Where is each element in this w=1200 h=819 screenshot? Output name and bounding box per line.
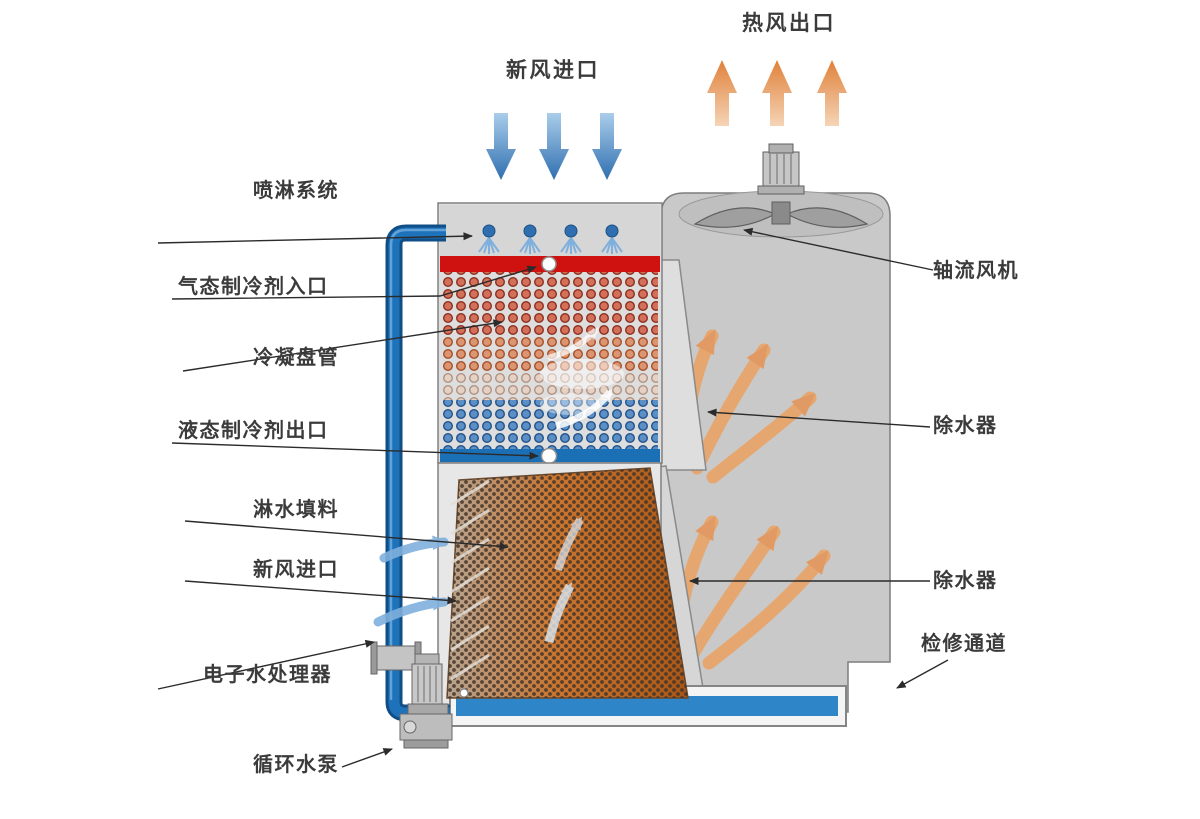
label-fill-material: 淋水填料 bbox=[253, 497, 339, 521]
label-condensing-coil: 冷凝盘管 bbox=[253, 345, 339, 369]
fill-airflow-arrow bbox=[544, 582, 574, 644]
leader-fill bbox=[184, 520, 509, 551]
condensing-coil-tubes bbox=[442, 272, 658, 449]
coil-airflow-arrow bbox=[555, 388, 613, 430]
label-hot-air-outlet: 热风出口 bbox=[742, 11, 836, 35]
fill-material-block bbox=[446, 467, 689, 699]
leader-eliminator-upper bbox=[707, 408, 931, 428]
label-maintenance-access: 检修通道 bbox=[921, 631, 1007, 655]
leader-spray-system bbox=[157, 232, 473, 244]
label-spray-system: 喷淋系统 bbox=[253, 178, 339, 202]
label-fresh-air-inlet-top: 新风进口 bbox=[506, 58, 600, 82]
drain-connector bbox=[459, 688, 469, 698]
leader-water-treater bbox=[157, 639, 375, 690]
air-inlet-louvers bbox=[450, 479, 490, 681]
label-drift-eliminator-lower: 除水器 bbox=[933, 568, 998, 592]
label-axial-fan: 轴流风机 bbox=[933, 258, 1019, 282]
label-electronic-water-treater: 电子水处理器 bbox=[203, 662, 332, 686]
leader-coil bbox=[182, 319, 503, 372]
fan-hub bbox=[771, 201, 791, 225]
fill-airflow-arrow bbox=[554, 516, 584, 572]
leader-pump bbox=[341, 748, 393, 768]
fresh-air-inlet-arrows-top bbox=[486, 113, 622, 180]
circulating-pump-icon bbox=[399, 653, 453, 749]
leader-gas-inlet bbox=[171, 265, 537, 300]
basin-water bbox=[456, 696, 838, 716]
label-gas-refrigerant-inlet: 气态制冷剂入口 bbox=[177, 274, 329, 298]
label-drift-eliminator-upper: 除水器 bbox=[933, 413, 998, 437]
leader-lines bbox=[157, 227, 949, 768]
axial-fan-icon bbox=[678, 190, 884, 238]
label-liquid-refrigerant-outlet: 液态制冷剂出口 bbox=[178, 418, 329, 442]
spray-nozzles-icon bbox=[478, 224, 623, 254]
label-circulating-water-pump: 循环水泵 bbox=[253, 752, 339, 776]
leader-axial-fan bbox=[743, 227, 934, 271]
label-fresh-air-inlet-side: 新风进口 bbox=[253, 557, 339, 581]
leader-fresh-air-side bbox=[184, 580, 457, 605]
refrigerant-inlet-connector bbox=[541, 256, 557, 272]
leader-liquid-outlet bbox=[171, 442, 539, 460]
coil-airflow-arrow bbox=[547, 326, 599, 361]
refrigerant-outlet-connector bbox=[540, 447, 558, 465]
fresh-air-inlet-arrows-side bbox=[373, 535, 450, 627]
hot-air-outlet-arrows bbox=[707, 60, 847, 126]
circulation-pipe bbox=[385, 224, 450, 722]
fan-motor-icon bbox=[757, 143, 805, 195]
leader-access bbox=[896, 659, 949, 689]
tower-body bbox=[660, 192, 891, 713]
